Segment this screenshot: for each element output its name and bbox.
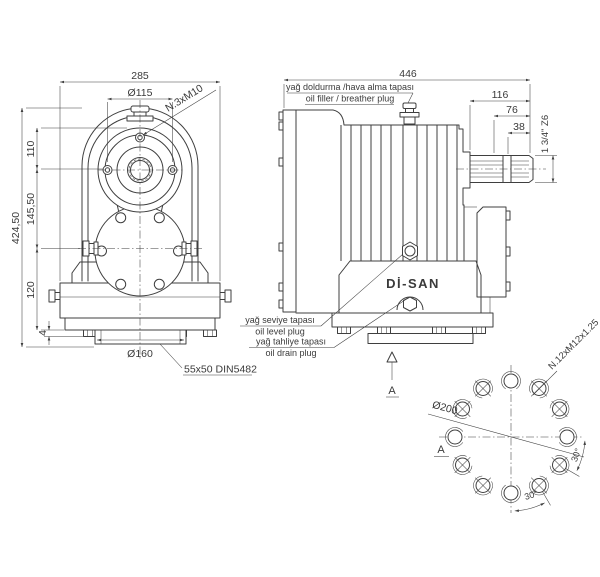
bolt-hole bbox=[549, 399, 570, 419]
oil-drain-plug bbox=[396, 296, 424, 312]
flange-bolt-tabs bbox=[278, 111, 284, 309]
dim-base-lip: 4 bbox=[37, 330, 49, 336]
dim-spline-76: 76 bbox=[506, 104, 518, 116]
mounting-flange bbox=[282, 109, 297, 313]
holes-spec: N.12xM12x1.25 bbox=[546, 317, 600, 372]
side-view: Dİ-SAN bbox=[240, 68, 557, 398]
view-arrow: A bbox=[386, 351, 399, 398]
dim-height-base: 120 bbox=[25, 281, 37, 299]
bolt-hole bbox=[445, 427, 464, 447]
dim-width-285: 285 bbox=[131, 70, 149, 82]
dim-flange-160: Ø160 bbox=[127, 348, 153, 360]
dim-diameter-200: Ø200 bbox=[431, 399, 459, 417]
bolt-circle-view: Ø200 N.12xM12x1.25 30° 30° A bbox=[427, 317, 600, 513]
bolt-hole bbox=[558, 427, 577, 447]
view-arrow-label: A bbox=[388, 385, 396, 397]
dim-height-top: 110 bbox=[25, 140, 37, 157]
dim-bolt-circle-115: Ø115 bbox=[128, 87, 153, 99]
angle-label-2: 30° bbox=[523, 488, 539, 502]
base-side-bolts bbox=[48, 289, 232, 303]
filler-label-tr: yağ doldurma /hava alma tapası bbox=[286, 82, 414, 92]
level-label-tr: yağ seviye tapası bbox=[245, 315, 315, 325]
bolt-hole bbox=[501, 371, 521, 390]
shaft-spec: 1 3/4" Z6 bbox=[540, 115, 551, 153]
filler-label-en: oil filler / breather plug bbox=[306, 94, 395, 104]
drain-label-tr: yağ tahliye tapası bbox=[256, 337, 326, 347]
side-base-lower-block bbox=[367, 333, 474, 344]
front-view: 285 Ø115 N.3xM10 424,50 110 145,50 120 bbox=[10, 70, 257, 376]
bell-bolt-tabs bbox=[505, 210, 511, 292]
angle-label-1: 30° bbox=[569, 446, 583, 463]
level-label-en: oil level plug bbox=[255, 327, 305, 337]
face-tap-holes bbox=[102, 132, 178, 175]
output-flange bbox=[94, 329, 187, 345]
oil-level-plug bbox=[402, 241, 418, 261]
dim-height-total: 424,50 bbox=[10, 212, 22, 244]
dim-width-446: 446 bbox=[399, 68, 417, 80]
bolt-hole bbox=[452, 455, 473, 475]
oil-filler-cap bbox=[399, 102, 420, 125]
side-base-nuts bbox=[337, 326, 486, 334]
dim-shaft-116: 116 bbox=[492, 89, 509, 101]
bolt-hole bbox=[501, 484, 521, 503]
cooling-fins bbox=[340, 125, 458, 261]
dim-groove-38: 38 bbox=[513, 121, 525, 133]
drain-label-en: oil drain plug bbox=[265, 348, 316, 358]
spline-spec: 55x50 DIN5482 bbox=[184, 364, 257, 376]
dim-height-mid: 145,50 bbox=[25, 193, 37, 225]
bolt-hole bbox=[473, 475, 493, 496]
side-base-plate bbox=[331, 312, 494, 328]
gear-housing-bolts bbox=[96, 212, 184, 290]
bolt-hole bbox=[549, 455, 570, 475]
side-dimensions: 446 116 76 38 1 3/4" Z6 yağ doldurma /ha… bbox=[240, 68, 557, 358]
gearbox-body bbox=[295, 109, 471, 314]
pto-shaft bbox=[456, 155, 546, 183]
bolt-hole bbox=[529, 378, 549, 399]
bolt-hole bbox=[473, 378, 493, 399]
bolt-holes bbox=[445, 371, 577, 503]
brand-logo: Dİ-SAN bbox=[386, 276, 440, 291]
bolt-view-label: A bbox=[437, 444, 445, 456]
bolt-hole bbox=[452, 399, 473, 419]
